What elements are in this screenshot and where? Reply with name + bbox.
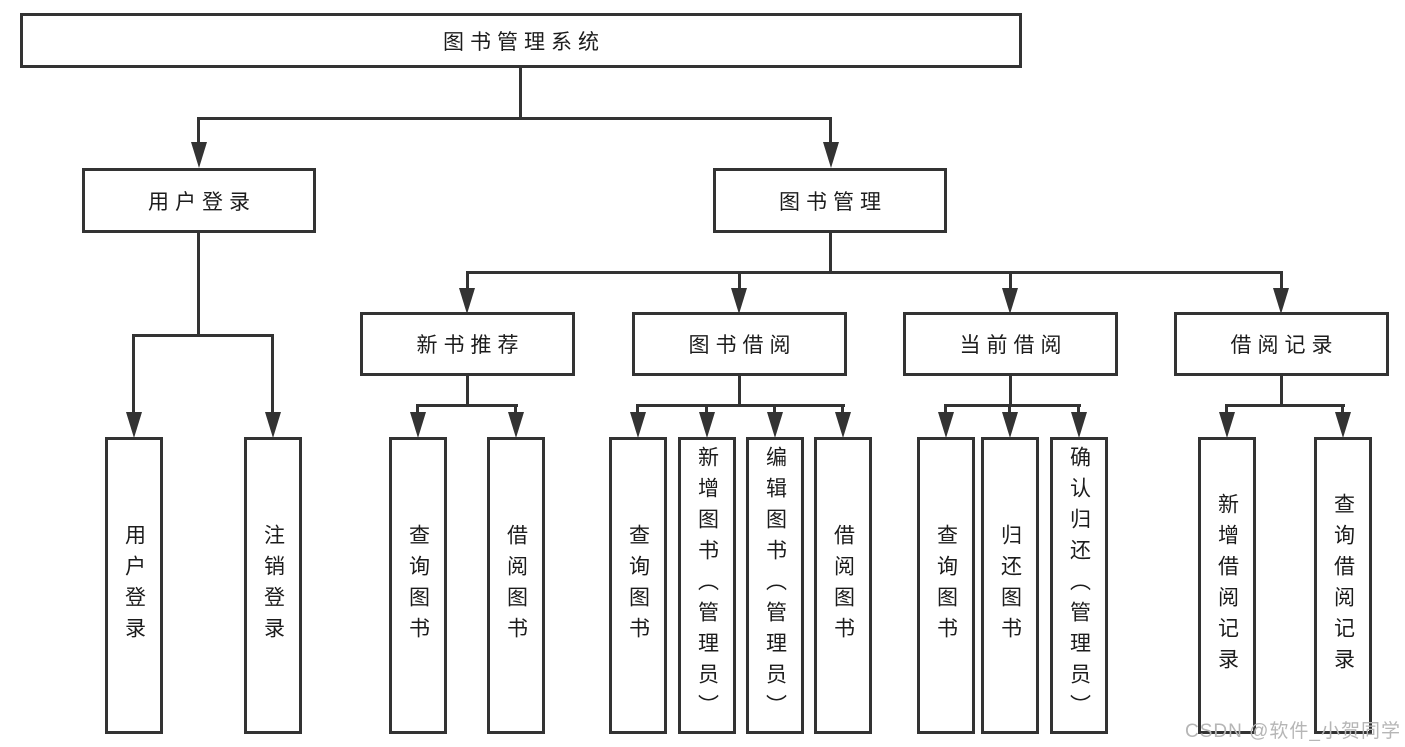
arrowhead-icon [1219,412,1235,438]
leaf-borrow-books: 借阅图书 [814,437,872,734]
node-new-book-recommend: 新书推荐 [360,312,575,376]
connector-drop-book-management [829,117,832,150]
node-current-borrow: 当前借阅 [903,312,1118,376]
arrowhead-icon [1002,288,1018,314]
node-book-borrow: 图书借阅 [632,312,847,376]
leaf-label: 新增借阅记录 [1215,492,1239,679]
connector-borrow-stem [738,376,741,407]
leaf-label: 查询借阅记录 [1331,492,1355,679]
arrowhead-icon [459,288,475,314]
connector-mgmt-bar [466,271,1283,274]
arrowhead-icon [938,412,954,438]
arrowhead-icon [508,412,524,438]
leaf-label: 用户登录 [122,523,146,648]
leaf-label: 注销登录 [261,523,285,648]
leaf-label: 编辑图书（管理员） [763,446,787,725]
arrowhead-icon [1002,412,1018,438]
connector-drop-leaf-logout [271,334,274,418]
leaf-query-books-recommend: 查询图书 [389,437,447,734]
arrowhead-icon [823,142,839,168]
arrowhead-icon [1273,288,1289,314]
connector-records-bar [1225,404,1345,407]
arrowhead-icon [630,412,646,438]
leaf-label: 借阅图书 [504,523,528,648]
connector-root-stem [519,68,522,120]
connector-records-stem [1280,376,1283,407]
leaf-label: 归还图书 [998,523,1022,648]
connector-user-stem [197,233,200,337]
arrowhead-icon [731,288,747,314]
leaf-query-books-current: 查询图书 [917,437,975,734]
arrowhead-icon [1335,412,1351,438]
connector-current-stem [1009,376,1012,407]
connector-drop-current-borrow [1009,271,1012,295]
arrowhead-icon [767,412,783,438]
connector-user-bar [132,334,274,337]
connector-newbook-bar [416,404,518,407]
leaf-label: 查询图书 [934,523,958,648]
connector-newbook-stem [466,376,469,407]
connector-drop-borrow-records [1280,271,1283,295]
connector-drop-new-book [466,271,469,295]
leaf-borrow-books-recommend: 借阅图书 [487,437,545,734]
node-user-login: 用户登录 [82,168,316,233]
arrowhead-icon [835,412,851,438]
connector-borrow-bar [636,404,845,407]
leaf-confirm-return-admin: 确认归还（管理员） [1050,437,1108,734]
leaf-return-books: 归还图书 [981,437,1039,734]
leaf-add-borrow-record: 新增借阅记录 [1198,437,1256,734]
leaf-add-books-admin: 新增图书（管理员） [678,437,736,734]
arrowhead-icon [191,142,207,168]
leaf-logout: 注销登录 [244,437,302,734]
connector-drop-user-login [197,117,200,150]
leaf-edit-books-admin: 编辑图书（管理员） [746,437,804,734]
connector-drop-leaf-user-login [132,334,135,418]
leaf-label: 确认归还（管理员） [1067,446,1091,725]
node-root: 图书管理系统 [20,13,1022,68]
arrowhead-icon [410,412,426,438]
connector-root-bar [197,117,832,120]
csdn-watermark: CSDN @软件_小贺同学 [1185,721,1401,742]
arrowhead-icon [265,412,281,438]
leaf-label: 查询图书 [626,523,650,648]
node-book-management: 图书管理 [713,168,947,233]
arrowhead-icon [126,412,142,438]
node-borrow-records: 借阅记录 [1174,312,1389,376]
leaf-label: 新增图书（管理员） [695,446,719,725]
connector-current-bar [944,404,1081,407]
arrowhead-icon [699,412,715,438]
connector-mgmt-stem [829,233,832,274]
leaf-label: 借阅图书 [831,523,855,648]
leaf-label: 查询图书 [406,523,430,648]
arrowhead-icon [1071,412,1087,438]
leaf-query-books-borrow: 查询图书 [609,437,667,734]
leaf-query-borrow-record: 查询借阅记录 [1314,437,1372,734]
leaf-user-login: 用户登录 [105,437,163,734]
connector-drop-book-borrow [738,271,741,295]
